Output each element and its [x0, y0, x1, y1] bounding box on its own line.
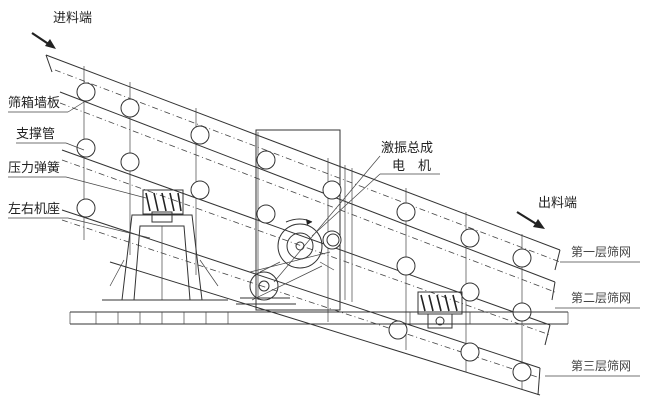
deck-2-label: 第二层筛网	[571, 290, 631, 305]
deck-1-label: 第一层筛网	[571, 244, 631, 259]
exciter-assembly	[259, 218, 340, 273]
base-rail	[69, 311, 569, 325]
left-callouts: 筛箱墙板 支撑管 压力弹簧 左右机座	[8, 95, 151, 239]
feed-end-label: 进料端	[53, 11, 92, 26]
exciter-label: 激振总成	[381, 141, 433, 156]
motor-label: 电 机	[392, 159, 431, 174]
spring-label: 压力弹簧	[8, 160, 60, 176]
left-spring	[142, 189, 184, 215]
motor	[236, 251, 331, 305]
side-plate-holes	[76, 82, 532, 382]
side-plate-label: 筛箱墙板	[8, 95, 60, 111]
deck-3-label: 第三层筛网	[571, 358, 631, 373]
feed-end-indicator: 进料端	[31, 11, 92, 49]
left-base	[102, 211, 228, 301]
discharge-end-label: 出料端	[538, 196, 577, 211]
discharge-end-indicator: 出料端	[516, 196, 577, 229]
exciter-callouts: 激振总成 电 机	[273, 141, 440, 283]
deck-callouts: 第一层筛网 第二层筛网 第三层筛网	[545, 244, 640, 377]
discharge-arrow-icon	[533, 219, 545, 229]
support-tube-label: 支撑管	[16, 127, 55, 142]
base-label: 左右机座	[8, 202, 60, 217]
right-spring	[417, 291, 463, 329]
feed-arrow-icon	[45, 39, 56, 49]
